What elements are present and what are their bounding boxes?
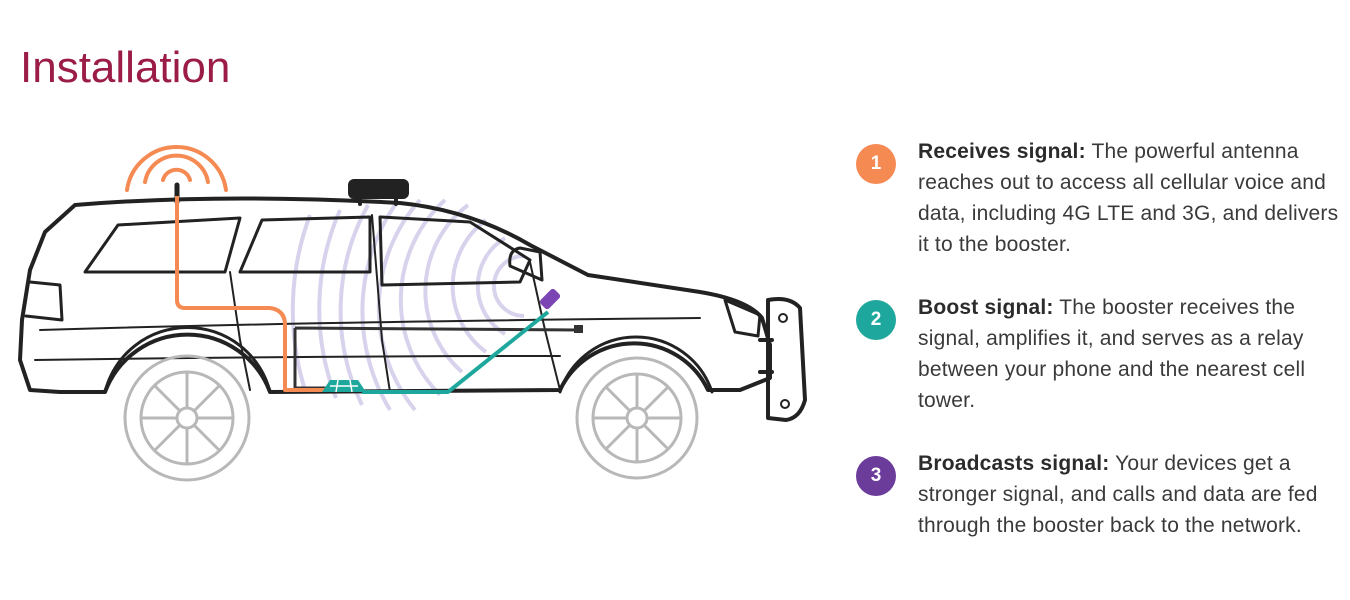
cable-connector-icon [574,325,583,333]
step-1: 1 Receives signal: The powerful antenna … [856,136,1346,260]
step-2-text: The booster receives the signal, amplifi… [918,296,1306,412]
step-3-badge: 3 [856,456,896,496]
rear-wheel-icon [123,354,251,482]
step-1-description: Receives signal: The powerful antenna re… [918,136,1346,260]
steps-list: 1 Receives signal: The powerful antenna … [856,136,1346,573]
page-title: Installation [20,43,231,92]
step-1-heading: Receives signal: [918,140,1086,163]
roof-antenna-signal [125,145,228,192]
step-2-badge: 2 [856,300,896,340]
booster-icon [322,379,366,393]
step-3: 3 Broadcasts signal: Your devices get a … [856,448,1346,541]
step-3-description: Broadcasts signal: Your devices get a st… [918,448,1346,541]
signal-waves [290,198,525,412]
inside-antenna-cable [362,310,550,394]
step-2: 2 Boost signal: The booster receives the… [856,292,1346,416]
step-2-description: Boost signal: The booster receives the s… [918,292,1346,416]
installation-illustration [18,145,807,482]
front-wheel-icon [575,356,699,480]
step-3-text: Your devices get a stronger signal, and … [918,452,1318,537]
step-1-text: The powerful antenna reaches out to acce… [918,140,1339,256]
step-1-badge: 1 [856,144,896,184]
step-2-heading: Boost signal: [918,296,1054,319]
suv-icon [18,179,807,422]
outside-antenna-cable [175,196,325,392]
step-3-heading: Broadcasts signal: [918,452,1110,475]
inside-antenna-icon [539,288,561,310]
